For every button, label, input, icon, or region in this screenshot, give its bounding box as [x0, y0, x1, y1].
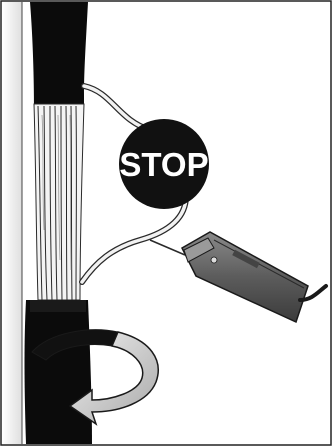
harness-sleeve-upper — [30, 2, 88, 111]
wire-bundle — [34, 104, 84, 300]
wall-shading — [2, 2, 22, 444]
stop-label: STOP — [119, 146, 208, 183]
tester-indicator-light — [211, 257, 217, 263]
stop-icon: STOP — [119, 119, 209, 209]
sleeve-cut-edge — [30, 300, 86, 312]
harness-sleeve-lower — [25, 300, 93, 444]
